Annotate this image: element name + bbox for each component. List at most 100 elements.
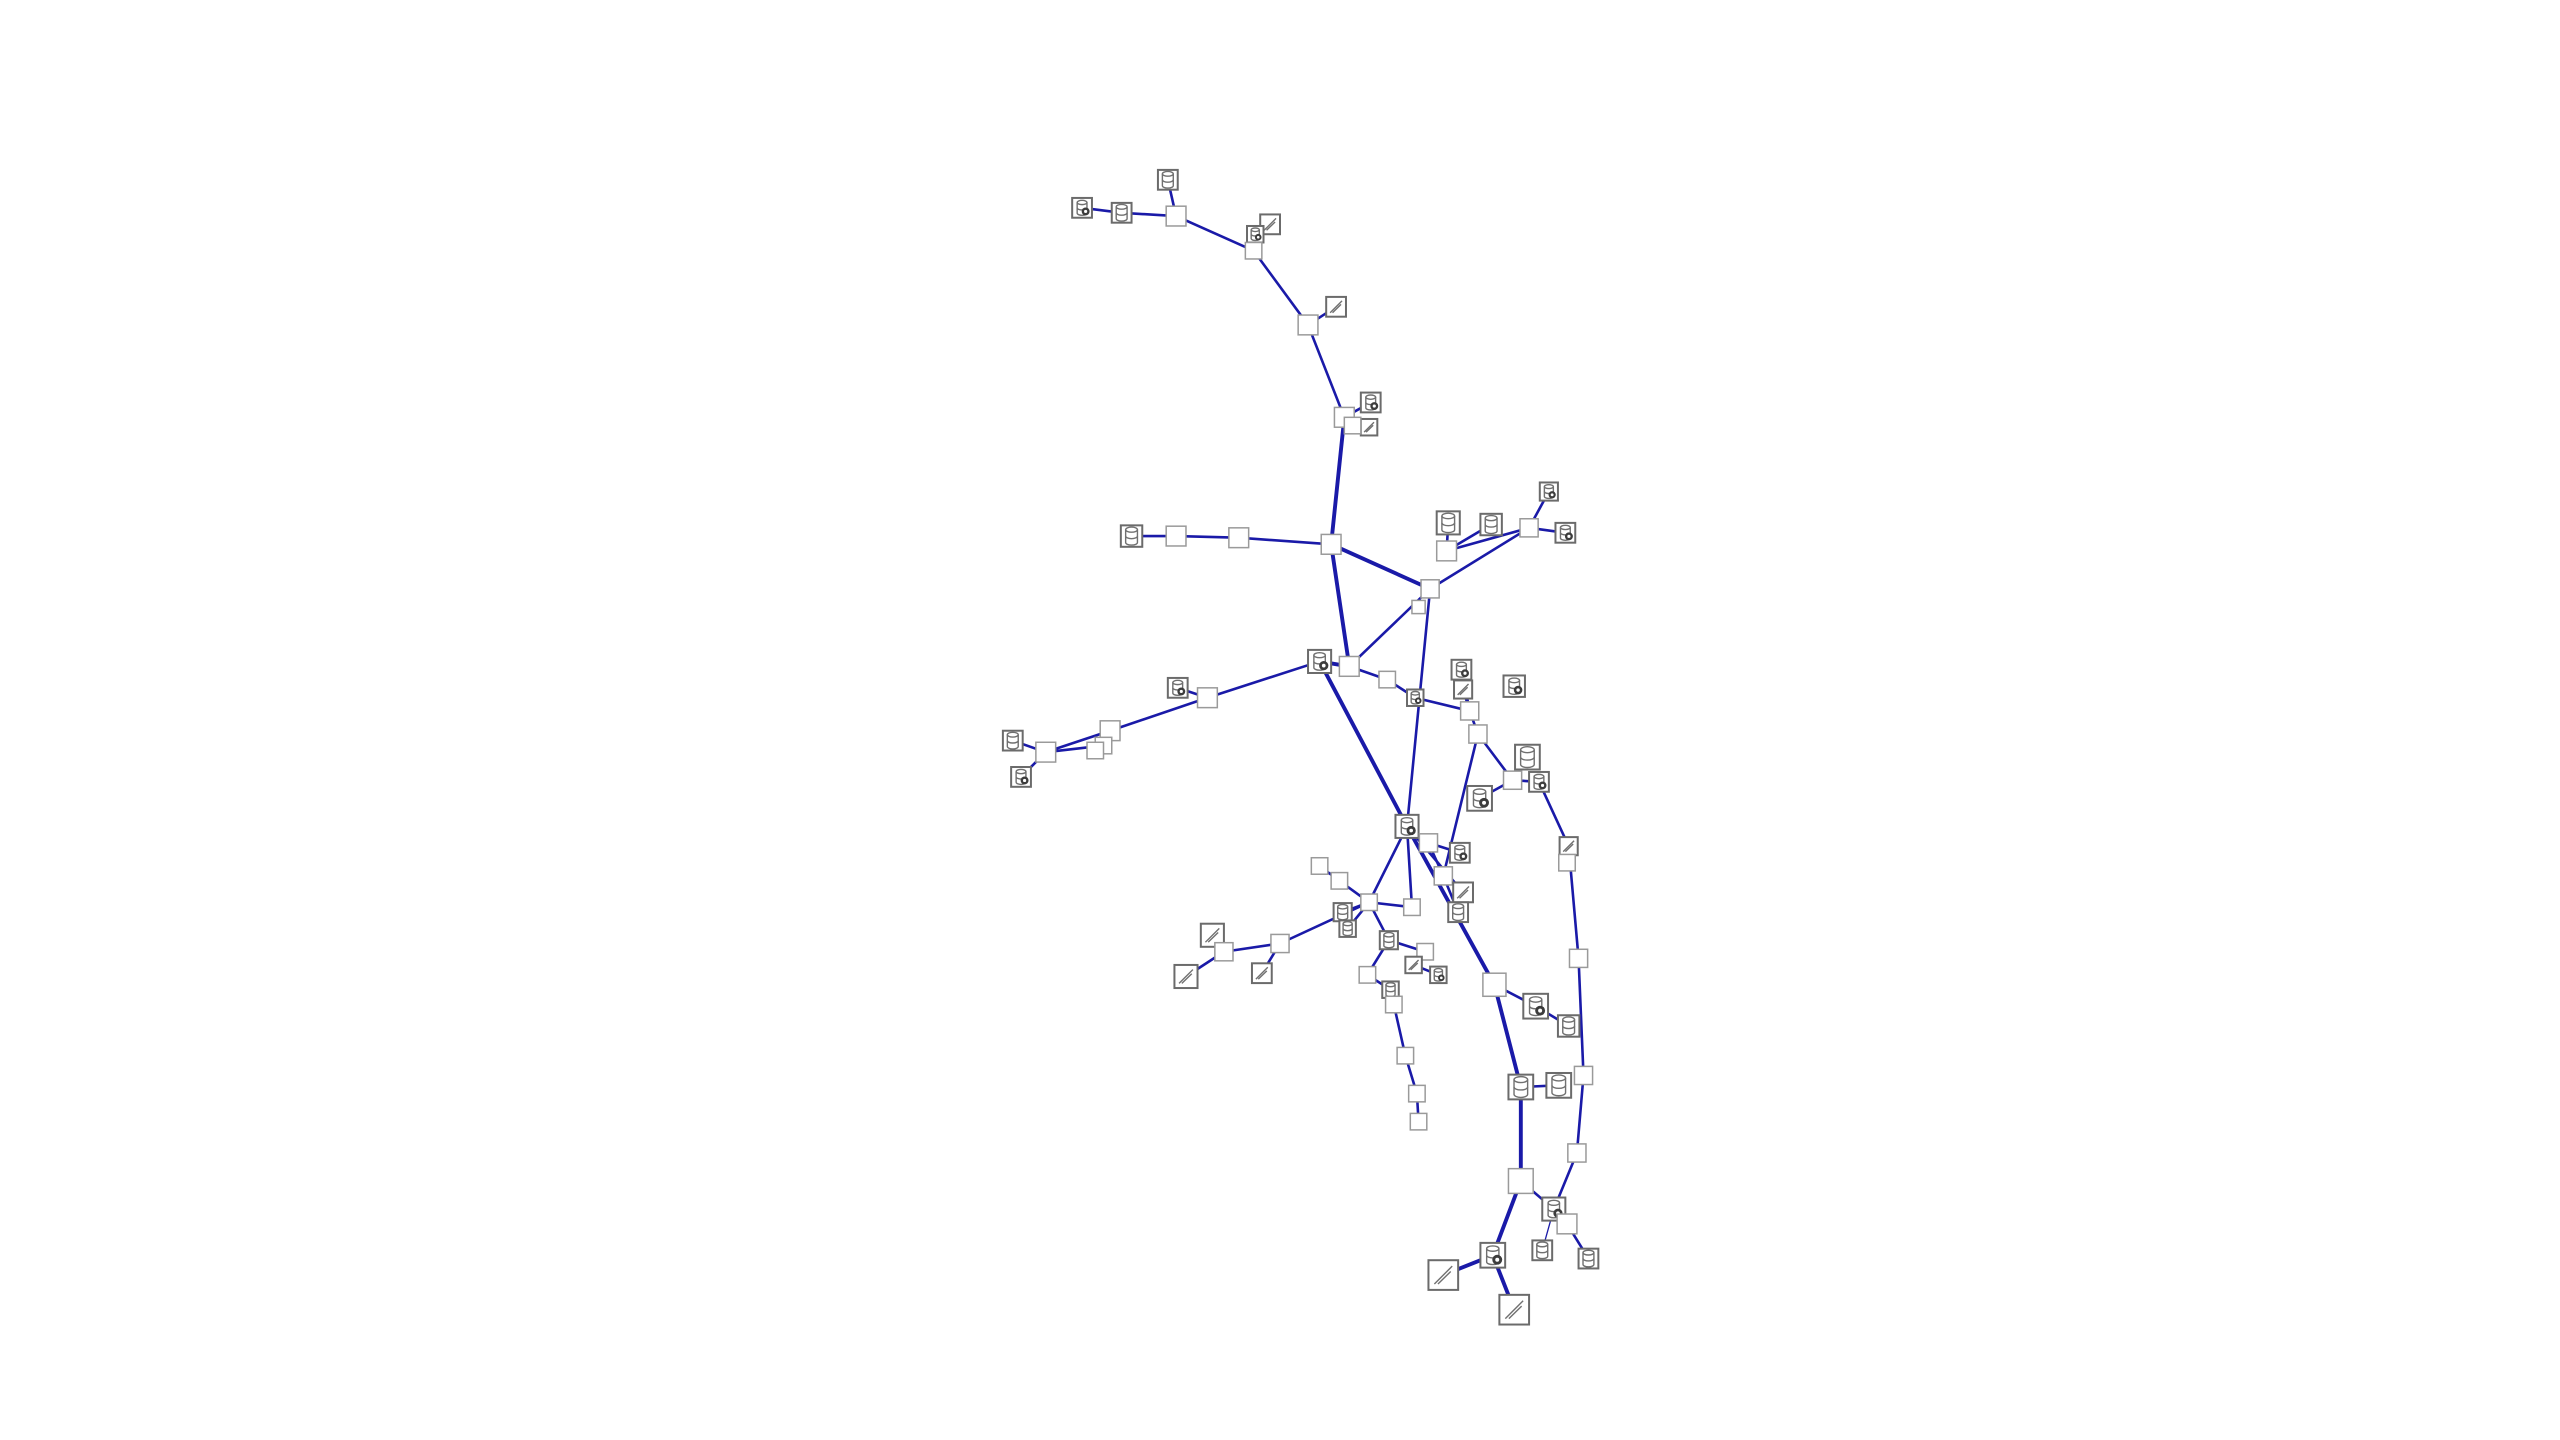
graph-node-gear-database-icon[interactable] xyxy=(1448,841,1471,864)
graph-node-blank-node-icon[interactable] xyxy=(1270,933,1290,954)
graph-node-database-icon[interactable] xyxy=(1435,510,1461,536)
graph-node-blank-node-icon[interactable] xyxy=(1502,770,1523,791)
graph-node-gear-database-icon[interactable] xyxy=(1528,770,1550,793)
graph-node-blank-node-icon[interactable] xyxy=(1360,893,1379,912)
graph-node-gear-database-icon[interactable] xyxy=(1554,521,1577,544)
graph-node-pen-icon[interactable] xyxy=(1404,955,1423,975)
graph-node-blank-node-icon[interactable] xyxy=(1196,687,1219,709)
graph-node-pen-icon[interactable] xyxy=(1453,679,1474,700)
graph-node-gear-database-icon[interactable] xyxy=(1429,965,1448,985)
graph-node-gear-database-icon[interactable] xyxy=(1406,688,1425,707)
graph-node-blank-node-icon[interactable] xyxy=(1396,1046,1415,1065)
graph-node-blank-node-icon[interactable] xyxy=(1558,853,1577,872)
graph-node-gear-database-icon[interactable] xyxy=(1502,674,1526,698)
graph-edge xyxy=(1206,660,1321,700)
graph-edge xyxy=(1329,415,1347,547)
graph-node-gear-database-icon[interactable] xyxy=(1307,648,1333,674)
graph-node-database-icon[interactable] xyxy=(1156,168,1179,191)
graph-node-blank-node-icon[interactable] xyxy=(1573,1065,1594,1086)
graph-node-blank-node-icon[interactable] xyxy=(1482,972,1507,998)
graph-node-gear-database-icon[interactable] xyxy=(1466,784,1493,812)
graph-node-blank-node-icon[interactable] xyxy=(1378,670,1397,689)
graph-node-gear-database-icon[interactable] xyxy=(1479,1241,1507,1269)
graph-node-blank-node-icon[interactable] xyxy=(1338,655,1360,678)
graph-node-blank-node-icon[interactable] xyxy=(1435,540,1458,562)
graph-node-blank-node-icon[interactable] xyxy=(1228,527,1250,549)
graph-node-gear-database-icon[interactable] xyxy=(1246,224,1265,244)
graph-node-database-icon[interactable] xyxy=(1556,1014,1581,1038)
graph-node-database-icon[interactable] xyxy=(1447,901,1470,924)
graph-edge xyxy=(1445,526,1531,553)
graph-node-blank-node-icon[interactable] xyxy=(1433,866,1454,886)
graph-node-blank-node-icon[interactable] xyxy=(1165,205,1187,227)
graph-node-gear-database-icon[interactable] xyxy=(1538,481,1559,502)
graph-node-database-icon[interactable] xyxy=(1531,1239,1554,1262)
graph-node-blank-node-icon[interactable] xyxy=(1035,741,1057,763)
graph-node-pen-icon[interactable] xyxy=(1498,1293,1531,1326)
graph-node-database-icon[interactable] xyxy=(1119,524,1144,548)
graph-node-gear-database-icon[interactable] xyxy=(1010,766,1032,788)
graph-node-blank-node-icon[interactable] xyxy=(1567,1143,1587,1163)
graph-node-database-icon[interactable] xyxy=(1381,980,1400,999)
graph-node-gear-database-icon[interactable] xyxy=(1071,196,1093,219)
graph-node-blank-node-icon[interactable] xyxy=(1519,518,1539,538)
graph-edge xyxy=(1237,536,1333,546)
graph-node-database-icon[interactable] xyxy=(1110,201,1133,224)
graph-node-blank-node-icon[interactable] xyxy=(1214,941,1234,962)
graph-edge xyxy=(1252,249,1310,327)
graph-node-blank-node-icon[interactable] xyxy=(1320,533,1342,555)
graph-node-gear-database-icon[interactable] xyxy=(1166,676,1189,699)
graph-node-blank-node-icon[interactable] xyxy=(1384,995,1403,1014)
graph-edge xyxy=(1278,900,1371,945)
graph-node-database-icon[interactable] xyxy=(1378,930,1399,951)
graph-node-blank-node-icon[interactable] xyxy=(1165,525,1187,547)
graph-node-pen-icon[interactable] xyxy=(1259,213,1282,236)
graph-node-blank-node-icon[interactable] xyxy=(1468,724,1488,744)
graph-node-blank-node-icon[interactable] xyxy=(1330,871,1349,890)
graph-edge xyxy=(1575,1074,1585,1155)
graph-node-gear-database-icon[interactable] xyxy=(1522,992,1550,1020)
graph-node-blank-node-icon[interactable] xyxy=(1358,965,1377,984)
graph-node-gear-database-icon[interactable] xyxy=(1359,391,1382,414)
graph-node-database-icon[interactable] xyxy=(1479,512,1503,537)
graph-node-blank-node-icon[interactable] xyxy=(1409,1112,1428,1131)
graph-edge xyxy=(1044,729,1112,754)
graph-edge xyxy=(1492,982,1523,1089)
graph-node-pen-icon[interactable] xyxy=(1558,836,1579,857)
graph-node-database-icon[interactable] xyxy=(1507,1073,1535,1101)
graph-node-pen-icon[interactable] xyxy=(1325,295,1347,318)
graph-node-blank-node-icon[interactable] xyxy=(1297,314,1319,336)
graph-node-blank-node-icon[interactable] xyxy=(1420,579,1440,599)
graph-node-blank-node-icon[interactable] xyxy=(1411,599,1426,615)
graph-node-blank-node-icon[interactable] xyxy=(1418,833,1439,853)
graph-node-database-icon[interactable] xyxy=(1338,919,1357,938)
graph-node-pen-icon[interactable] xyxy=(1199,922,1225,948)
graph-node-pen-icon[interactable] xyxy=(1173,963,1199,990)
graph-edge xyxy=(1329,542,1433,591)
graph-node-blank-node-icon[interactable] xyxy=(1402,898,1421,917)
graph-node-blank-node-icon[interactable] xyxy=(1556,1213,1578,1235)
graph-node-blank-node-icon[interactable] xyxy=(1343,416,1362,435)
graph-node-gear-database-icon[interactable] xyxy=(1450,658,1473,681)
graph-node-blank-node-icon[interactable] xyxy=(1507,1167,1534,1195)
graph-edge xyxy=(1428,526,1531,591)
graph-node-pen-icon[interactable] xyxy=(1359,417,1379,437)
graph-node-pen-icon[interactable] xyxy=(1250,962,1273,985)
graph-node-blank-node-icon[interactable] xyxy=(1459,701,1480,721)
graph-node-database-icon[interactable] xyxy=(1001,729,1024,752)
graph-edge xyxy=(1405,587,1432,828)
graph-node-pen-icon[interactable] xyxy=(1452,881,1474,904)
graph-node-gear-database-icon[interactable] xyxy=(1394,813,1420,839)
graph-node-blank-node-icon[interactable] xyxy=(1244,241,1263,260)
graph-edge xyxy=(1367,825,1409,904)
graph-node-database-icon[interactable] xyxy=(1514,743,1541,771)
graph-node-blank-node-icon[interactable] xyxy=(1086,741,1105,760)
graph-node-database-icon[interactable] xyxy=(1545,1071,1573,1099)
graph-node-pen-icon[interactable] xyxy=(1427,1259,1460,1291)
graph-node-blank-node-icon[interactable] xyxy=(1568,948,1589,969)
graph-node-blank-node-icon[interactable] xyxy=(1407,1084,1426,1103)
graph-node-blank-node-icon[interactable] xyxy=(1310,856,1329,875)
graph-node-database-icon[interactable] xyxy=(1577,1247,1600,1270)
graph-node-database-icon[interactable] xyxy=(1332,902,1353,923)
